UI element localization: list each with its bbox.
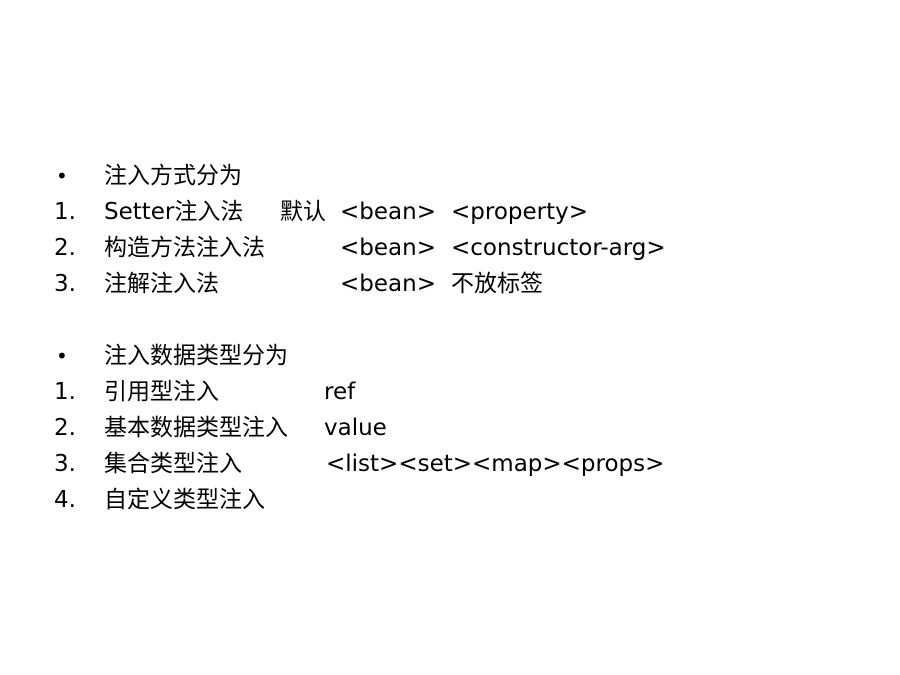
item-number: 3. <box>54 271 76 297</box>
item-number: 2. <box>54 235 76 261</box>
item-detail: 不放标签 <box>451 271 543 297</box>
item-value: value <box>324 415 387 441</box>
item-name: 集合类型注入 <box>104 451 242 477</box>
item-name: 引用型注入 <box>104 379 219 405</box>
item-detail: <constructor-arg> <box>451 235 666 261</box>
item-value: <list><set><map><props> <box>326 451 665 477</box>
item-number: 1. <box>54 199 76 225</box>
section1-heading-text: 注入方式分为 <box>104 163 242 189</box>
item-value: ref <box>324 379 356 405</box>
item-tag: <bean> <box>340 199 436 225</box>
item-number: 1. <box>54 379 76 405</box>
item-name: 基本数据类型注入 <box>104 415 288 441</box>
section2-heading-text: 注入数据类型分为 <box>104 343 288 369</box>
item-number: 4. <box>54 487 76 513</box>
item-name: 构造方法注入法 <box>104 235 265 261</box>
item-tag: <bean> <box>340 271 436 297</box>
item-name: 自定义类型注入 <box>104 487 265 513</box>
item-name: 注解注入法 <box>104 271 219 297</box>
item-note: 默认 <box>280 199 326 225</box>
item-tag: <bean> <box>340 235 436 261</box>
item-detail: <property> <box>451 199 589 225</box>
item-number: 3. <box>54 451 76 477</box>
bullet-icon: • <box>56 164 68 188</box>
item-name: Setter注入法 <box>104 199 244 225</box>
bullet-icon: • <box>56 344 68 368</box>
item-number: 2. <box>54 415 76 441</box>
